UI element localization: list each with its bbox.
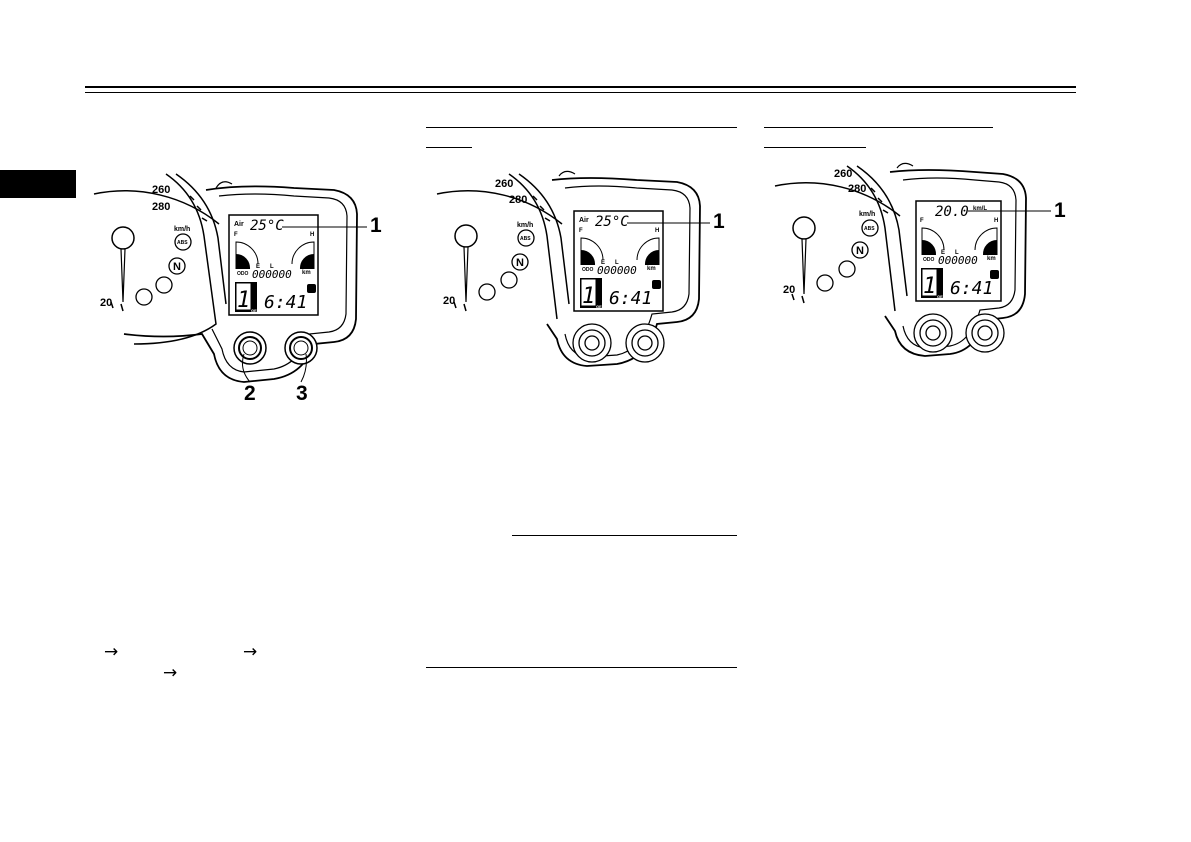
neutral-indicator [168,257,186,275]
speed-label-20: 20 [100,297,112,309]
callout-1b: 1 [713,210,725,233]
sequence-arrow-2: → [243,642,258,662]
svg-text:km/h: km/h [859,211,875,218]
svg-text:25°C: 25°C [595,214,629,230]
callout-1c: 1 [1054,199,1066,222]
svg-text:F: F [579,228,583,234]
instrument-illustration-3: 260 280 20 km/h ABS N 20.0 km/L F H E L … [774,162,1066,357]
lcd-odo-value: 000000 [252,268,292,281]
svg-text:km: km [647,266,656,272]
svg-text:6:41: 6:41 [609,288,652,309]
svg-text:1: 1 [923,274,936,299]
heading-rule-col2-short [426,147,472,148]
svg-text:280: 280 [848,183,866,195]
lcd-top-value: 25°C [250,218,284,234]
svg-text:ODO: ODO [923,257,935,263]
svg-text:ABS: ABS [177,240,188,246]
heading-rule-col3 [764,127,993,128]
header-rule-thick [85,86,1076,88]
svg-text:20: 20 [443,295,455,307]
high-beam-indicator [155,276,173,294]
speed-label-260: 260 [152,184,170,196]
svg-text:H: H [310,232,314,238]
svg-text:GEAR: GEAR [596,304,608,309]
svg-text:000000: 000000 [597,264,637,277]
instrument-illustration-2: 260 280 20 km/h ABS N Air 25°C F H E L O… [436,170,725,367]
heading-rule-col2 [426,127,737,128]
svg-text:E: E [941,250,945,256]
oil-indicator [135,288,153,306]
callout-2: 2 [244,382,256,405]
lcd-clock: 6:41 [264,292,307,313]
header-rule-thin [85,92,1076,93]
svg-text:GEAR: GEAR [937,294,949,299]
svg-text:ODO: ODO [582,267,594,273]
svg-text:km: km [987,256,996,262]
svg-text:260: 260 [495,178,513,190]
lcd-fuel-economy: 20.0 [935,204,969,220]
svg-text:000000: 000000 [938,254,978,267]
svg-text:E: E [601,260,605,266]
speed-label-280: 280 [152,201,170,213]
svg-text:1: 1 [582,284,595,309]
svg-text:GEAR: GEAR [251,308,263,313]
svg-text:F: F [234,232,238,238]
tachometer-hub [111,226,135,250]
svg-text:km: km [302,270,311,276]
svg-text:20: 20 [783,284,795,296]
svg-text:Air: Air [234,221,244,228]
svg-text:H: H [994,218,998,224]
callout-3: 3 [296,382,308,405]
svg-text:F: F [920,218,924,224]
svg-text:km/h: km/h [517,222,533,229]
svg-text:280: 280 [509,194,527,206]
svg-text:ODO: ODO [237,271,249,277]
svg-text:L: L [955,250,959,256]
instrument-illustration-1: 260 280 20 km/h ABS N Air 25°C F H E L O… [93,173,382,405]
svg-text:Air: Air [579,217,589,224]
svg-text:N: N [516,257,524,269]
chapter-tab [0,170,76,198]
note-rule-top [512,535,737,536]
callout-1: 1 [370,214,382,237]
abs-indicator [174,233,192,251]
sequence-arrow-1: → [104,642,119,662]
svg-text:E: E [256,264,260,270]
heading-rule-col3-short [764,147,866,148]
sequence-arrow-3: → [163,663,178,683]
speed-unit: km/h [174,226,190,233]
svg-text:260: 260 [834,168,852,180]
svg-text:ABS: ABS [520,236,531,242]
svg-text:km/L: km/L [973,206,987,212]
svg-text:N: N [856,245,864,257]
svg-text:6:41: 6:41 [950,278,993,299]
svg-text:N: N [173,261,181,273]
note-rule-bottom [426,667,737,668]
svg-text:L: L [615,260,619,266]
svg-text:ABS: ABS [864,226,875,232]
svg-text:L: L [270,264,274,270]
svg-text:H: H [655,228,659,234]
lcd-gear: 1 [237,288,250,313]
